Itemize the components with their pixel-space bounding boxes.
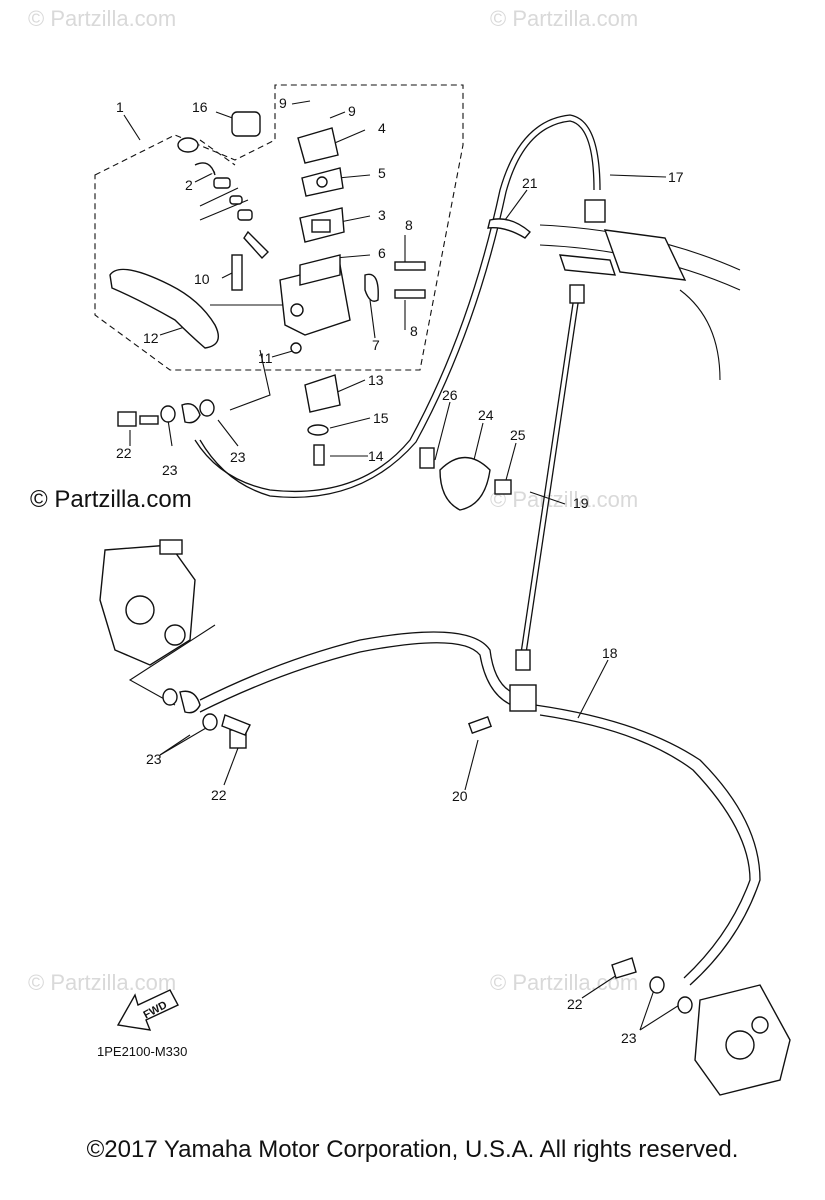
callout: 23 xyxy=(621,1030,637,1046)
callout: 18 xyxy=(602,645,618,661)
callout: 8 xyxy=(405,217,413,233)
callout: 24 xyxy=(478,407,494,423)
watermark-bottom-right: © Partzilla.com xyxy=(490,970,639,995)
callout: 22 xyxy=(211,787,227,803)
watermark-top-right: © Partzilla.com xyxy=(490,6,639,31)
master-cylinder-assembly-outline xyxy=(94,84,464,371)
callout: 23 xyxy=(230,449,246,465)
copyright-notice: ©2017 Yamaha Motor Corporation, U.S.A. A… xyxy=(86,1136,739,1163)
hose-joint-and-fittings xyxy=(419,199,606,735)
callout: 8 xyxy=(410,323,418,339)
callout: 1 xyxy=(116,99,124,115)
callout: 9 xyxy=(348,103,356,119)
callout: 23 xyxy=(162,462,178,478)
callout-labels: 1 16 9 9 4 5 3 2 8 6 10 12 7 8 11 13 26 … xyxy=(116,95,684,1046)
watermark-middle-right: © Partzilla.com xyxy=(490,487,639,512)
callout: 2 xyxy=(185,177,193,193)
diagram-code: 1PE2100-M330 xyxy=(97,1044,188,1059)
callout: 20 xyxy=(452,788,468,804)
callout: 14 xyxy=(368,448,384,464)
callout: 5 xyxy=(378,165,386,181)
callout: 23 xyxy=(146,751,162,767)
master-cylinder-parts xyxy=(109,111,426,466)
callout: 12 xyxy=(143,330,159,346)
callout: 7 xyxy=(372,337,380,353)
callout: 4 xyxy=(378,120,386,136)
callout: 16 xyxy=(192,99,208,115)
callout: 3 xyxy=(378,207,386,223)
right-caliper xyxy=(611,957,791,1096)
callout: 10 xyxy=(194,271,210,287)
callout: 21 xyxy=(522,175,538,191)
callout: 6 xyxy=(378,245,386,261)
leader-lines xyxy=(123,100,685,1031)
callout: 22 xyxy=(567,996,583,1012)
brake-hoses xyxy=(194,114,761,986)
callout: 9 xyxy=(279,95,287,111)
left-caliper xyxy=(99,539,251,749)
callout: 19 xyxy=(573,495,589,511)
callout: 15 xyxy=(373,410,389,426)
watermark-top-left: © Partzilla.com xyxy=(28,6,177,31)
handlebar-context xyxy=(539,224,741,381)
callout: 11 xyxy=(258,350,273,366)
fwd-arrow: FWD xyxy=(116,989,179,1031)
callout: 13 xyxy=(368,372,384,388)
callout: 17 xyxy=(668,169,684,185)
watermark-bottom-left: © Partzilla.com xyxy=(28,970,177,995)
upper-banjo-fittings xyxy=(117,399,215,427)
callout: 22 xyxy=(116,445,132,461)
callout: 26 xyxy=(442,387,458,403)
watermark-middle-left: © Partzilla.com xyxy=(30,486,192,513)
callout: 25 xyxy=(510,427,526,443)
